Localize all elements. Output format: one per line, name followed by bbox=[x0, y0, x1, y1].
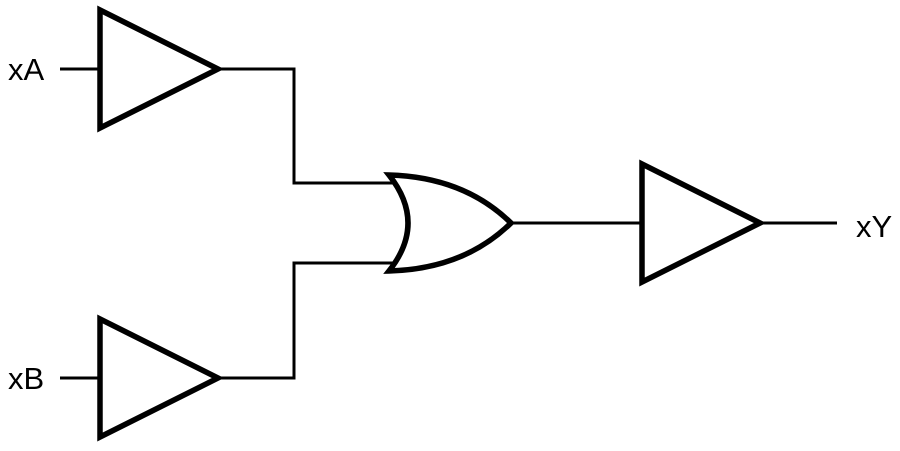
input-a-label: xA bbox=[8, 52, 45, 87]
buffer-gate-b-icon bbox=[97, 314, 225, 442]
input-b-label: xB bbox=[8, 361, 44, 396]
wire-buffer-a-to-or bbox=[218, 67, 400, 185]
wires bbox=[60, 67, 837, 380]
or-gate-icon bbox=[383, 172, 515, 274]
wire-buffer-b-to-or bbox=[218, 261, 400, 380]
output-y-label: xY bbox=[856, 209, 892, 244]
buffer-gate-y-icon bbox=[639, 159, 767, 287]
buffer-gate-a-icon bbox=[97, 5, 225, 133]
